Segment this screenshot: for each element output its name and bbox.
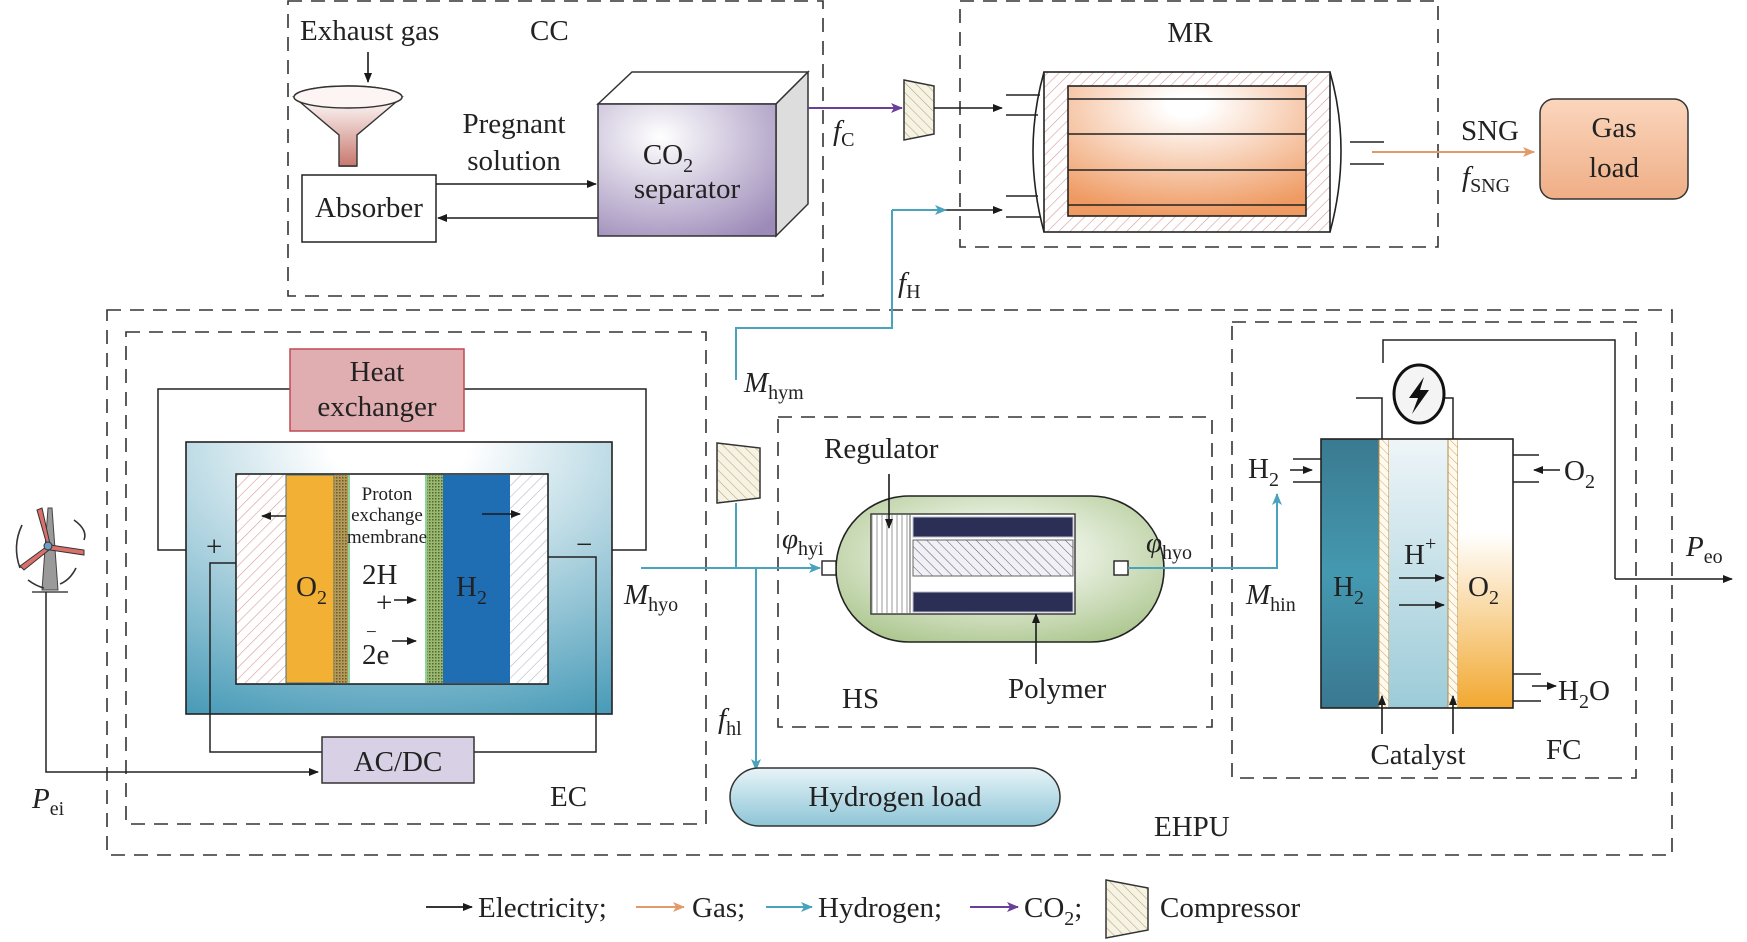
legend: Electricity; Gas; Hydrogen; CO2; Compres… [426,879,1301,939]
hs-label: HS [842,683,879,715]
polymer-label: Polymer [1008,673,1107,705]
ec-h2-label: H2 [456,571,487,609]
minus-terminal: − [576,529,592,561]
pem-label-2: exchange [351,505,423,526]
phi-hyo-label: φhyo [1146,527,1192,564]
fc-cathode-label: O2 [1468,571,1499,609]
m-hin-label: Mhin [1245,579,1296,616]
ec-boundary [125,331,707,825]
heat-exchanger-label-2: exchanger [317,391,436,423]
hydrogen-compressor-icon [716,442,761,504]
fc-h2-in-label: H2 [1248,453,1279,491]
ec-cooling-loop-left [157,388,290,551]
gas-load-label-1: Gas [1591,112,1636,144]
m-hym-label: Mhym [743,367,804,404]
methanation-reactor [1006,71,1384,233]
fc-o2-in-label: O2 [1564,455,1595,493]
pem-label-1: Proton [362,484,413,505]
fc-output-wire [1382,339,1616,579]
pem-label-3: membrane [347,527,427,548]
wind-power-line [45,592,319,776]
ehpu-boundary [106,309,1673,856]
ec-cooling-loop-right [464,388,647,551]
absorber-label: Absorber [315,192,423,224]
pregnant-label-1: Pregnant [462,108,565,140]
compressor-icon [903,79,935,141]
pregnant-label-2: solution [467,145,561,177]
mr-label: MR [1167,17,1213,49]
cc-label: CC [530,15,569,47]
funnel-icon [292,85,404,167]
legend-co2-label: CO2; [1024,892,1082,930]
legend-hydrogen-label: Hydrogen; [818,892,942,924]
fc-h2o-label: H2O [1558,675,1610,713]
fc-anode-label: H2 [1333,571,1364,609]
h2-to-fc-line [1128,493,1282,569]
heat-exchanger-label-1: Heat [350,356,405,388]
legend-compressor-label: Compressor [1160,892,1301,924]
f-c-label: fC [833,115,854,151]
f-hl-label: fhl [718,703,742,740]
ion-minus-label: − [366,622,377,643]
f-h-label: fH [898,267,921,303]
sng-label: SNG [1461,115,1519,147]
acdc-label: AC/DC [354,746,443,778]
heat-exchanger-box [289,348,465,432]
co2-separator [596,70,810,238]
fc-boundary [1231,321,1637,779]
p-ei-label: Pei [31,783,65,820]
absorber-box [301,174,437,243]
legend-electricity-label: Electricity; [478,892,607,924]
co2-label: CO2 [643,139,693,177]
p-eo-label: Peo [1685,531,1723,568]
hs-boundary [777,416,1213,728]
ec-o2-label: O2 [296,571,327,609]
exhaust-gas-label: Exhaust gas [300,15,439,47]
h2-to-mr-riser [735,210,893,380]
legend-gas-label: Gas; [692,892,745,924]
gas-load-label-2: load [1589,152,1639,184]
fc-hplus-label: H+ [1404,533,1436,571]
hydrogen-load-box [729,767,1061,827]
fuel-cell-stack [1293,438,1541,709]
catalyst-label: Catalyst [1370,739,1465,771]
ec-positive-wire [209,562,322,753]
separator-label: separator [634,173,741,205]
ion-2h-label: 2H [362,559,398,591]
plus-terminal: + [206,531,222,563]
hydrogen-load-label: Hydrogen load [808,781,982,813]
electrolyzer-cell [235,473,549,685]
phi-hyi-label: φhyi [782,523,824,560]
wind-turbine-icon [15,507,86,593]
ec-negative-wire [474,556,597,753]
acdc-converter-box [321,736,475,784]
legend-compressor-icon [1105,879,1149,939]
f-sng-label: fSNG [1462,161,1510,197]
ehpu-label: EHPU [1154,811,1230,843]
mr-boundary [959,0,1439,248]
gas-load-box [1539,98,1689,200]
ion-2e-label: 2e [362,639,389,671]
ec-label: EC [550,781,587,813]
fc-anode-wire [1356,397,1383,439]
load-lightning-icon [1392,363,1446,425]
m-hyo-label: Mhyo [623,579,678,616]
ion-plus-label: + [376,587,392,619]
hydrogen-storage-tank [821,495,1165,643]
fc-label: FC [1546,734,1581,766]
regulator-label: Regulator [824,433,939,465]
